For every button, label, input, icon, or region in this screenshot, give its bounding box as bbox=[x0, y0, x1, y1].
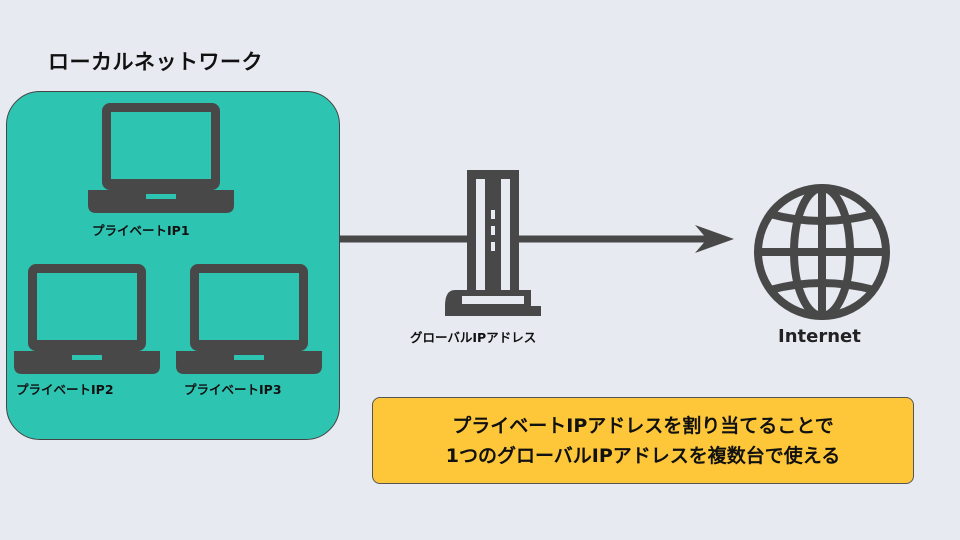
network-title: ローカルネットワーク bbox=[48, 50, 263, 74]
laptop-icon bbox=[172, 264, 326, 376]
device-label: プライベートIP1 bbox=[92, 223, 190, 238]
connection-arrow bbox=[340, 225, 734, 253]
router-icon bbox=[440, 168, 546, 322]
internet-label: Internet bbox=[778, 326, 861, 347]
device-label: プライベートIP3 bbox=[184, 382, 282, 397]
note-line-2: 1つのグローバルIPアドレスを複数台で使える bbox=[445, 444, 841, 467]
laptop-icon bbox=[10, 264, 164, 376]
router-label: グローバルIPアドレス bbox=[410, 330, 537, 345]
globe-icon bbox=[752, 182, 892, 326]
device-label: プライベートIP2 bbox=[16, 382, 114, 397]
explanation-note: プライベートIPアドレスを割り当てることで 1つのグローバルIPアドレスを複数台… bbox=[372, 397, 914, 484]
note-line-1: プライベートIPアドレスを割り当てることで bbox=[452, 414, 834, 437]
laptop-icon bbox=[84, 103, 238, 215]
